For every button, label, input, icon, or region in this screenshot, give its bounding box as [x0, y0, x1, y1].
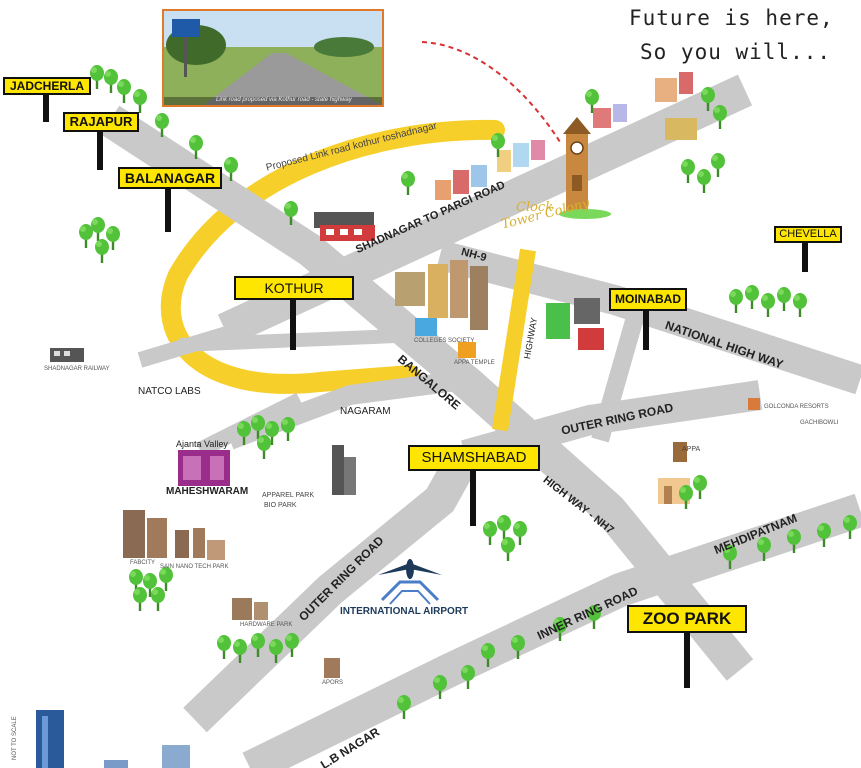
post-rajapur [97, 128, 103, 170]
road-photo-image [164, 11, 382, 105]
label-appa: APPA [682, 446, 701, 453]
label-apors: APORS [322, 680, 344, 686]
tagline-line1: Future is here, [629, 6, 834, 30]
label-fabcity: FABCITY [130, 560, 156, 566]
label-maheshwaram: MAHESHWARAM [166, 486, 249, 497]
building-icon [435, 72, 697, 200]
railway-icon [50, 348, 84, 362]
label-nano-tech-park: SAIN NANO TECH PARK [160, 564, 229, 570]
airplane-icon [378, 559, 442, 605]
sign-rajapur: RAJAPUR [63, 112, 139, 132]
state-highway [492, 248, 536, 432]
label-not-to-scale: NOT TO SCALE [12, 716, 18, 760]
hardware-park-building [232, 598, 268, 620]
skyline-buildings [36, 710, 190, 768]
sign-shamshabad: SHAMSHABAD [408, 445, 540, 471]
photo-caption: Link road proposed via Kothur road - sta… [216, 97, 352, 103]
post-kothur [290, 295, 296, 350]
post-balanagar [165, 186, 171, 232]
label-appa-temple: APPA TEMPLE [454, 360, 495, 366]
post-shamshabad [470, 468, 476, 526]
apors-building [324, 658, 340, 678]
fabcity-buildings [123, 510, 225, 560]
tagline-line2: So you will... [640, 40, 832, 64]
label-natco-labs: NATCO LABS [138, 386, 201, 397]
resort-icon [748, 398, 760, 410]
road-outer-ring-east [460, 380, 763, 470]
sign-chevella: CHEVELLA [774, 226, 842, 243]
road-moinabad-link [591, 297, 649, 443]
route-dashed-line [421, 41, 561, 143]
road-inner-link [179, 328, 421, 352]
township-buildings [395, 260, 488, 358]
sign-zoo-park: ZOO PARK [627, 605, 747, 633]
label-nagaram: NAGARAM [340, 406, 391, 417]
post-jadcherla [43, 92, 49, 122]
clock-tower-icon [559, 117, 611, 219]
road-inner-ring [242, 493, 861, 768]
post-zoo-park [684, 630, 690, 688]
label-shadnagar-railway: SHADNAGAR RAILWAY [44, 366, 110, 372]
bb-buildings [546, 298, 604, 350]
label-ajanta-valley: Ajanta Valley [176, 439, 228, 449]
sign-balanagar: BALANAGAR [118, 167, 222, 189]
road-outer-ring-west [183, 446, 480, 733]
label-apparel-park: APPAREL PARK [262, 492, 315, 499]
sign-kothur: KOTHUR [234, 276, 354, 300]
proposed-link-road [160, 119, 505, 394]
label-clock-tower-1: Clock [516, 200, 554, 215]
label-colleges-society: COLLEGES SOCIETY [414, 338, 475, 344]
post-moinabad [643, 308, 649, 350]
label-golconda-resorts: GOLCONDA RESORTS [764, 404, 829, 410]
label-hardware-park: HARDWARE PARK [240, 622, 293, 628]
sign-moinabad: MOINABAD [609, 288, 687, 311]
sign-jadcherla: JADCHERLA [3, 77, 91, 95]
label-international-airport: INTERNATIONAL AIRPORT [340, 606, 469, 617]
ajanta-valley-building [178, 450, 230, 486]
post-chevella [802, 240, 808, 272]
apparel-park-tower [332, 445, 356, 495]
road-photo: Link road proposed via Kothur road - sta… [162, 9, 384, 107]
label-gachibowli: GACHIBOWLI [800, 420, 839, 426]
label-bio-park: BIO PARK [264, 502, 297, 509]
train-icon [314, 212, 375, 241]
